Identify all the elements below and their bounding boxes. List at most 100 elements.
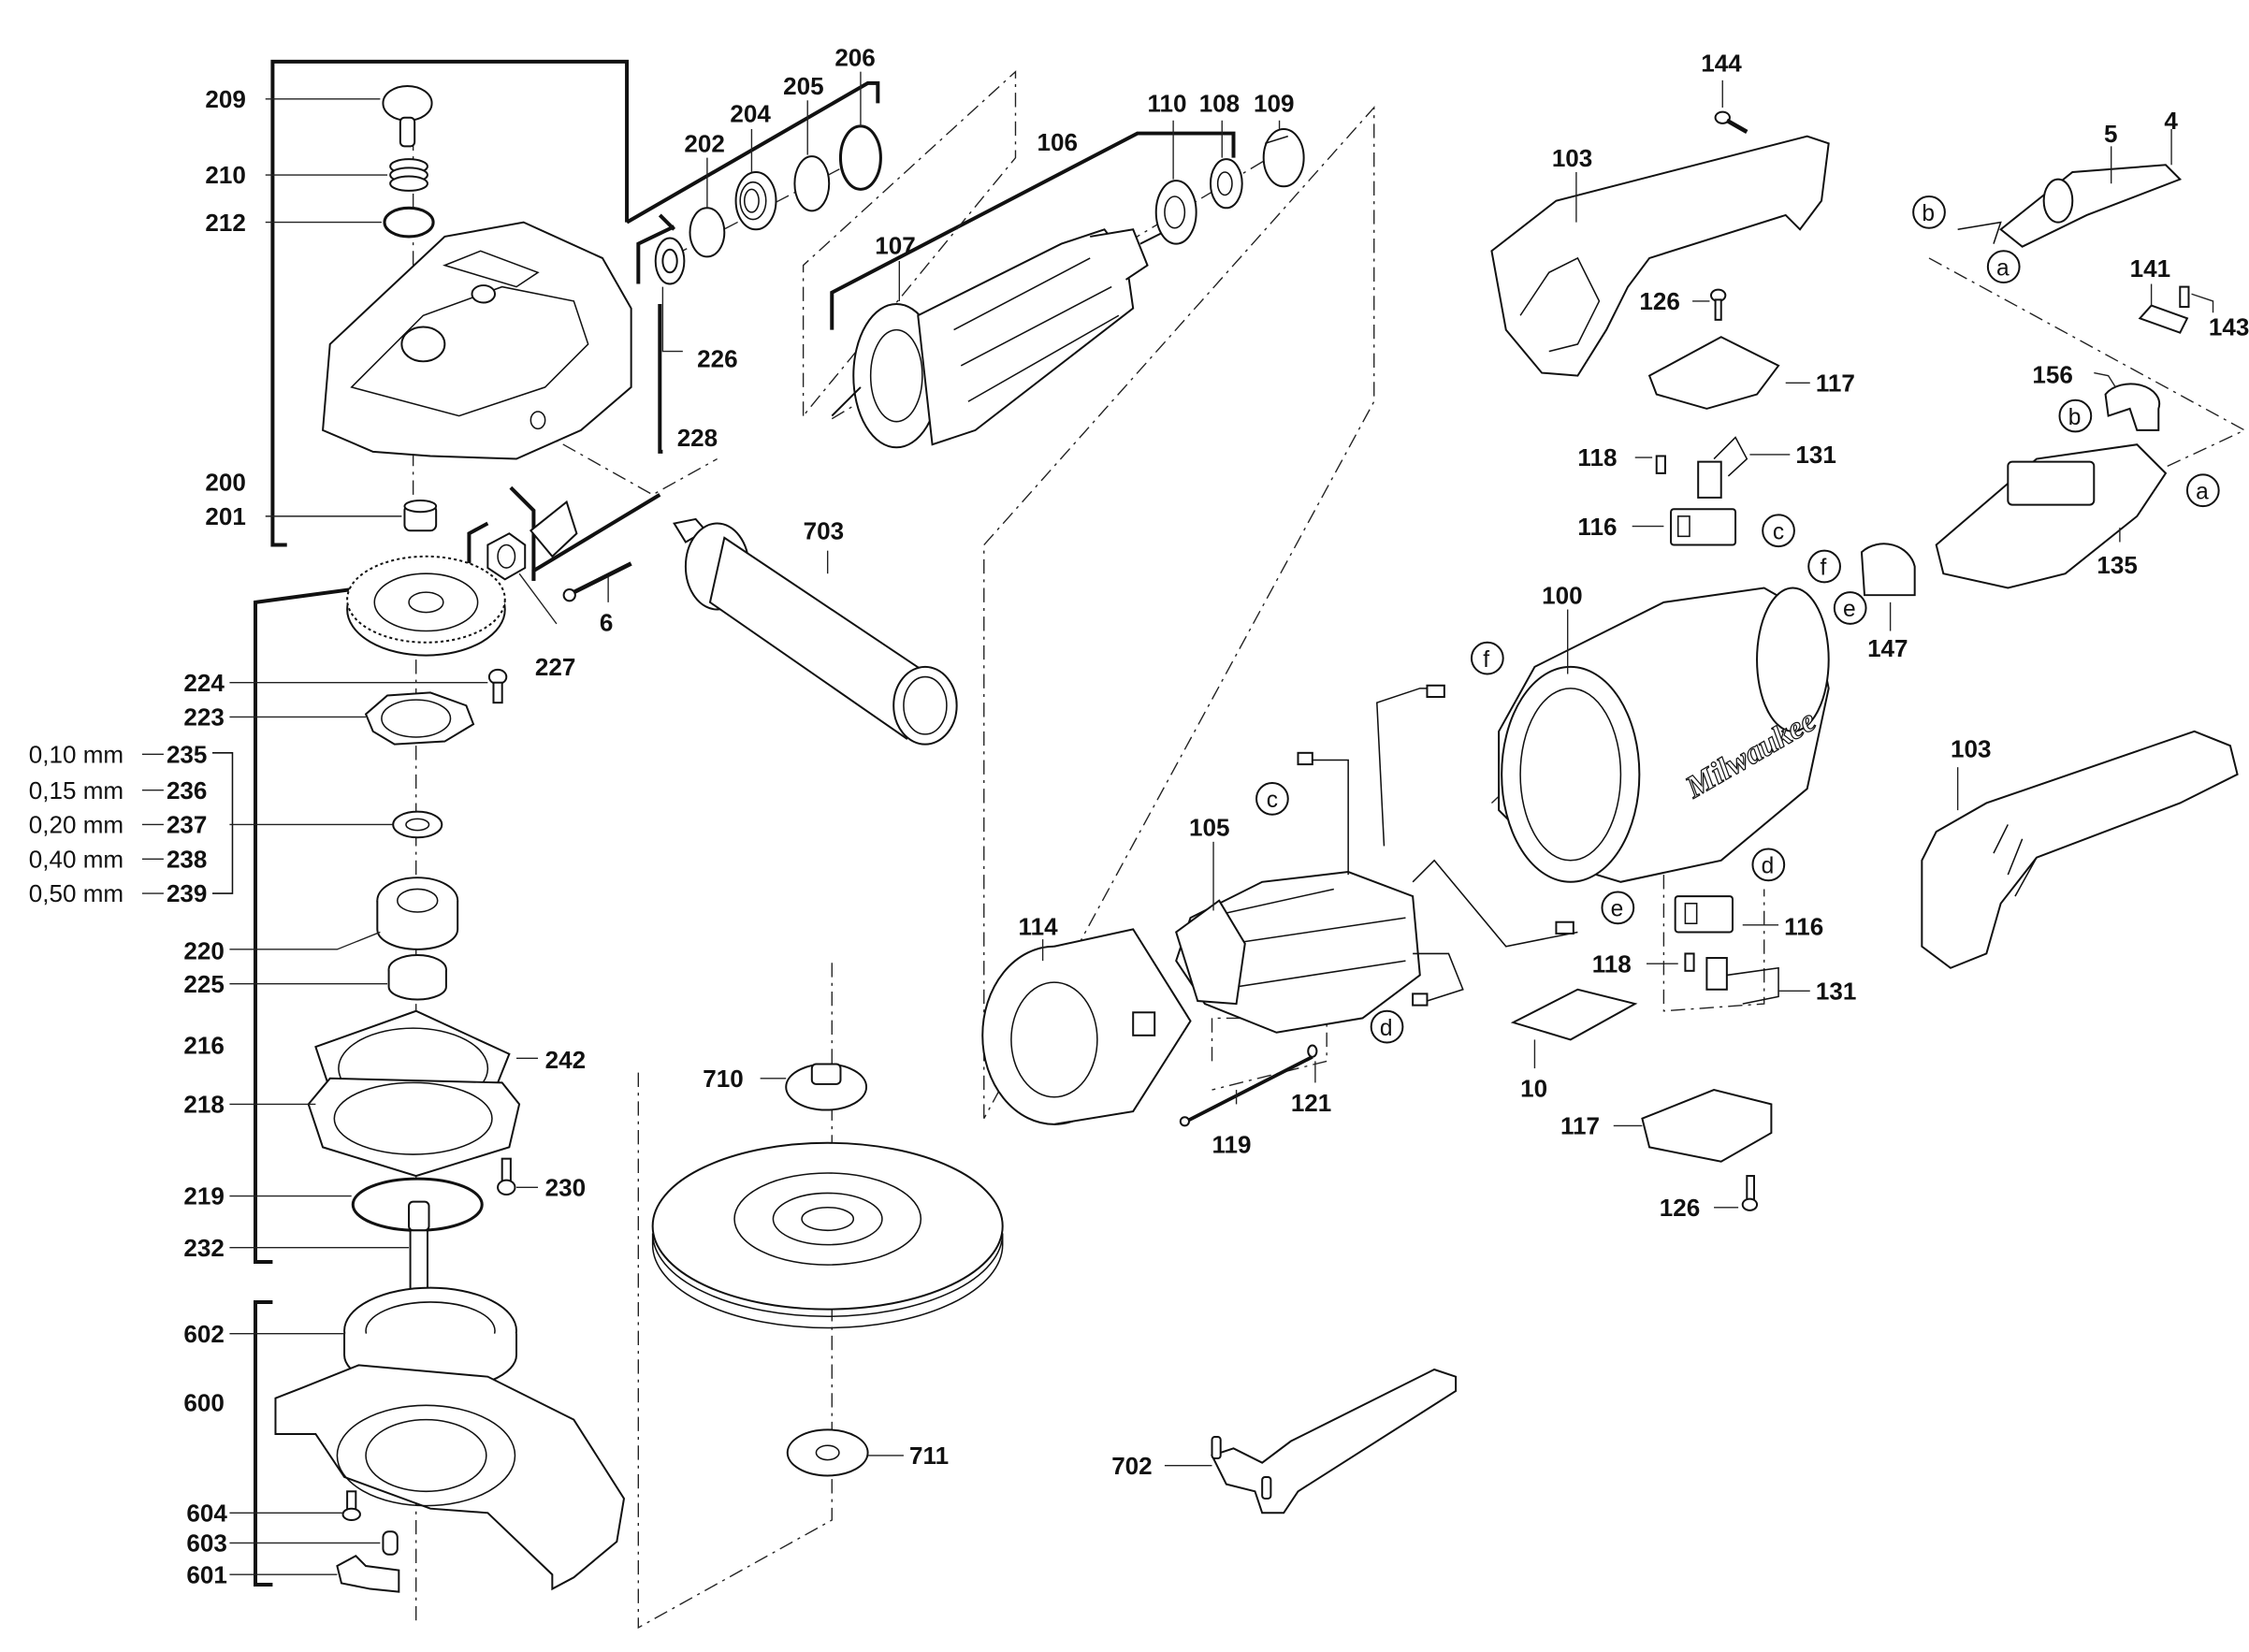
shim-thickness-235: 0,10 mm <box>29 741 123 769</box>
part-205-ring <box>793 155 831 212</box>
svg-text:d: d <box>1762 854 1775 879</box>
shim-thickness-238: 0,40 mm <box>29 845 123 873</box>
callout-labels: 209 210 212 200 201 202 204 205 206 226 … <box>29 44 2249 1589</box>
part-121-washer <box>1307 1044 1318 1058</box>
svg-text:f: f <box>1483 647 1489 673</box>
part-210-spring <box>389 158 428 192</box>
part-103-handle-half-lower <box>1921 730 2239 969</box>
shim-thickness-237: 0,20 mm <box>29 811 123 839</box>
callout-121: 121 <box>1291 1089 1331 1117</box>
callout-224: 224 <box>183 669 225 697</box>
part-204-ball-bearing <box>734 170 777 231</box>
callout-206: 206 <box>834 44 875 72</box>
part-grinding-wheel <box>651 1141 1004 1329</box>
part-603-spring <box>382 1530 399 1556</box>
callout-117-lower: 117 <box>1560 1112 1600 1140</box>
part-711-flange-nut <box>786 1428 869 1477</box>
bracket-228-side <box>658 303 663 454</box>
callout-143: 143 <box>2209 313 2249 341</box>
leader-lines <box>229 71 2214 1575</box>
part-pinion-gear <box>529 500 578 558</box>
svg-text:a: a <box>2196 479 2209 504</box>
svg-text:d: d <box>1380 1016 1393 1041</box>
callout-131-upper: 131 <box>1795 441 1835 469</box>
parts: Milwaukee <box>274 84 2239 1593</box>
callout-144: 144 <box>1701 50 1742 78</box>
part-116-brush-holder-lower <box>1674 895 1734 934</box>
part-117-brush-cover-upper <box>1647 336 1780 410</box>
callout-205: 205 <box>783 72 823 100</box>
callout-218: 218 <box>183 1091 224 1119</box>
callout-227: 227 <box>535 653 575 681</box>
callout-114: 114 <box>1019 913 1059 941</box>
part-10-rating-label <box>1510 988 1638 1041</box>
part-6-screw <box>562 561 632 602</box>
part-114-fan-baffle <box>981 928 1192 1125</box>
callout-4: 4 <box>2164 107 2178 135</box>
part-118-screw-upper <box>1655 455 1666 474</box>
callout-228: 228 <box>677 424 718 452</box>
marker-b-switch: b <box>2058 399 2093 433</box>
part-226-lock-nut <box>654 237 686 285</box>
callout-223: 223 <box>183 703 224 732</box>
part-156-cap <box>2104 383 2161 431</box>
callout-602: 602 <box>183 1320 224 1348</box>
bracket-206-group <box>626 80 880 225</box>
callout-238: 238 <box>167 845 207 873</box>
part-206-retaining-ring <box>838 124 882 191</box>
callout-107: 107 <box>875 231 915 259</box>
callout-109: 109 <box>1254 90 1294 118</box>
marker-d-brush: d <box>1751 848 1786 882</box>
marker-c-brush: c <box>1762 514 1795 548</box>
part-710-inner-flange <box>785 1063 868 1111</box>
part-223-bearing-plate <box>364 691 475 746</box>
callout-117-upper: 117 <box>1816 370 1855 398</box>
part-119-screw <box>1179 1055 1313 1127</box>
callout-220: 220 <box>183 937 224 965</box>
svg-text:b: b <box>1922 201 1935 226</box>
part-110-ball-bearing <box>1154 180 1197 245</box>
callout-226: 226 <box>697 344 737 372</box>
callout-225: 225 <box>183 970 224 998</box>
part-227-nut <box>486 532 527 581</box>
marker-d-stator: d <box>1370 1009 1404 1044</box>
part-141-cord-clamp <box>2138 304 2189 334</box>
callout-105: 105 <box>1189 814 1229 842</box>
callout-209: 209 <box>205 85 245 113</box>
callout-108: 108 <box>1199 90 1240 118</box>
callout-242: 242 <box>545 1046 586 1074</box>
bracket-shims <box>212 752 234 894</box>
marker-f-switch: f <box>1807 549 1841 584</box>
callout-702: 702 <box>1111 1452 1152 1480</box>
svg-text:f: f <box>1820 556 1826 581</box>
marker-a-cord: a <box>1986 250 2021 283</box>
part-212-o-ring <box>383 206 435 239</box>
part-209-spindle-lock-button <box>382 84 433 148</box>
svg-text:c: c <box>1267 788 1278 813</box>
marker-e-switch: e <box>1833 591 1867 625</box>
callout-156: 156 <box>2032 360 2072 388</box>
part-703-side-handle <box>673 517 958 746</box>
part-143-screw <box>2179 285 2190 309</box>
callout-131-lower: 131 <box>1816 977 1856 1005</box>
svg-text:c: c <box>1773 519 1784 544</box>
callout-110: 110 <box>1148 90 1187 118</box>
callout-603: 603 <box>186 1529 226 1558</box>
part-230-screw <box>497 1157 516 1196</box>
callout-126-lower: 126 <box>1660 1194 1700 1222</box>
part-202-washer <box>689 207 726 258</box>
marker-b-cord: b <box>1912 196 1946 229</box>
part-126-screw-upper <box>1709 288 1727 321</box>
part-600-wheel-guard <box>274 1364 626 1591</box>
part-103-handle-half-upper <box>1490 135 1830 377</box>
part-144-screw <box>1714 110 1748 135</box>
part-105-field-stator <box>1175 871 1421 1034</box>
part-107-armature <box>831 228 1169 449</box>
callout-5: 5 <box>2104 120 2118 148</box>
part-200-gear-housing <box>322 221 632 460</box>
callout-216: 216 <box>183 1032 224 1060</box>
callout-711: 711 <box>909 1442 949 1470</box>
bracket-106-group <box>830 131 1236 330</box>
marker-e-stator: e <box>1601 891 1635 925</box>
